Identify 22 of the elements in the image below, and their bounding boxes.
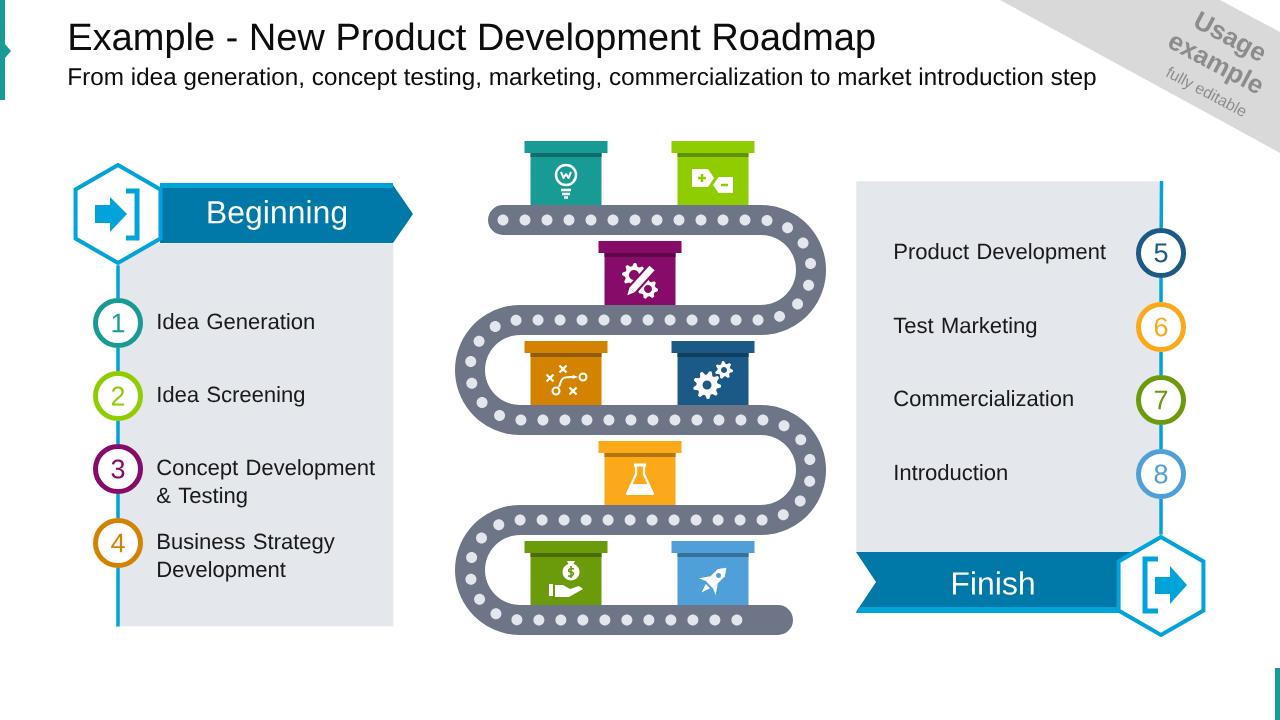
connector-line [1159, 425, 1163, 449]
subtitle: From idea generation, concept testing, marketing, commercialization to market introduction step [69, 67, 1096, 91]
step-label: Introduction [895, 464, 1007, 481]
connector-line [1159, 352, 1163, 375]
step-label: Test Marketing [893, 317, 1037, 338]
connector-line [116, 265, 120, 298]
banner: Finish [856, 552, 1140, 613]
connector-line [116, 421, 120, 444]
connector-line [1159, 499, 1163, 535]
connector-line [116, 494, 120, 518]
banner: Beginning [160, 183, 413, 243]
step-label: Idea Generation [158, 313, 314, 330]
step-label: Commercialization [894, 390, 1073, 407]
connector-line [1159, 181, 1164, 228]
title: Example - New Product Development Roadmap [70, 22, 875, 58]
connector-line [116, 568, 120, 627]
step-label: Business Strategy Development [158, 533, 335, 582]
connector-line [1159, 278, 1163, 302]
step-label: Concept Development & Testing [157, 459, 375, 508]
connector-line [116, 348, 120, 371]
step-label: Product Development [895, 243, 1106, 264]
step-label: Idea Screening [158, 386, 305, 407]
